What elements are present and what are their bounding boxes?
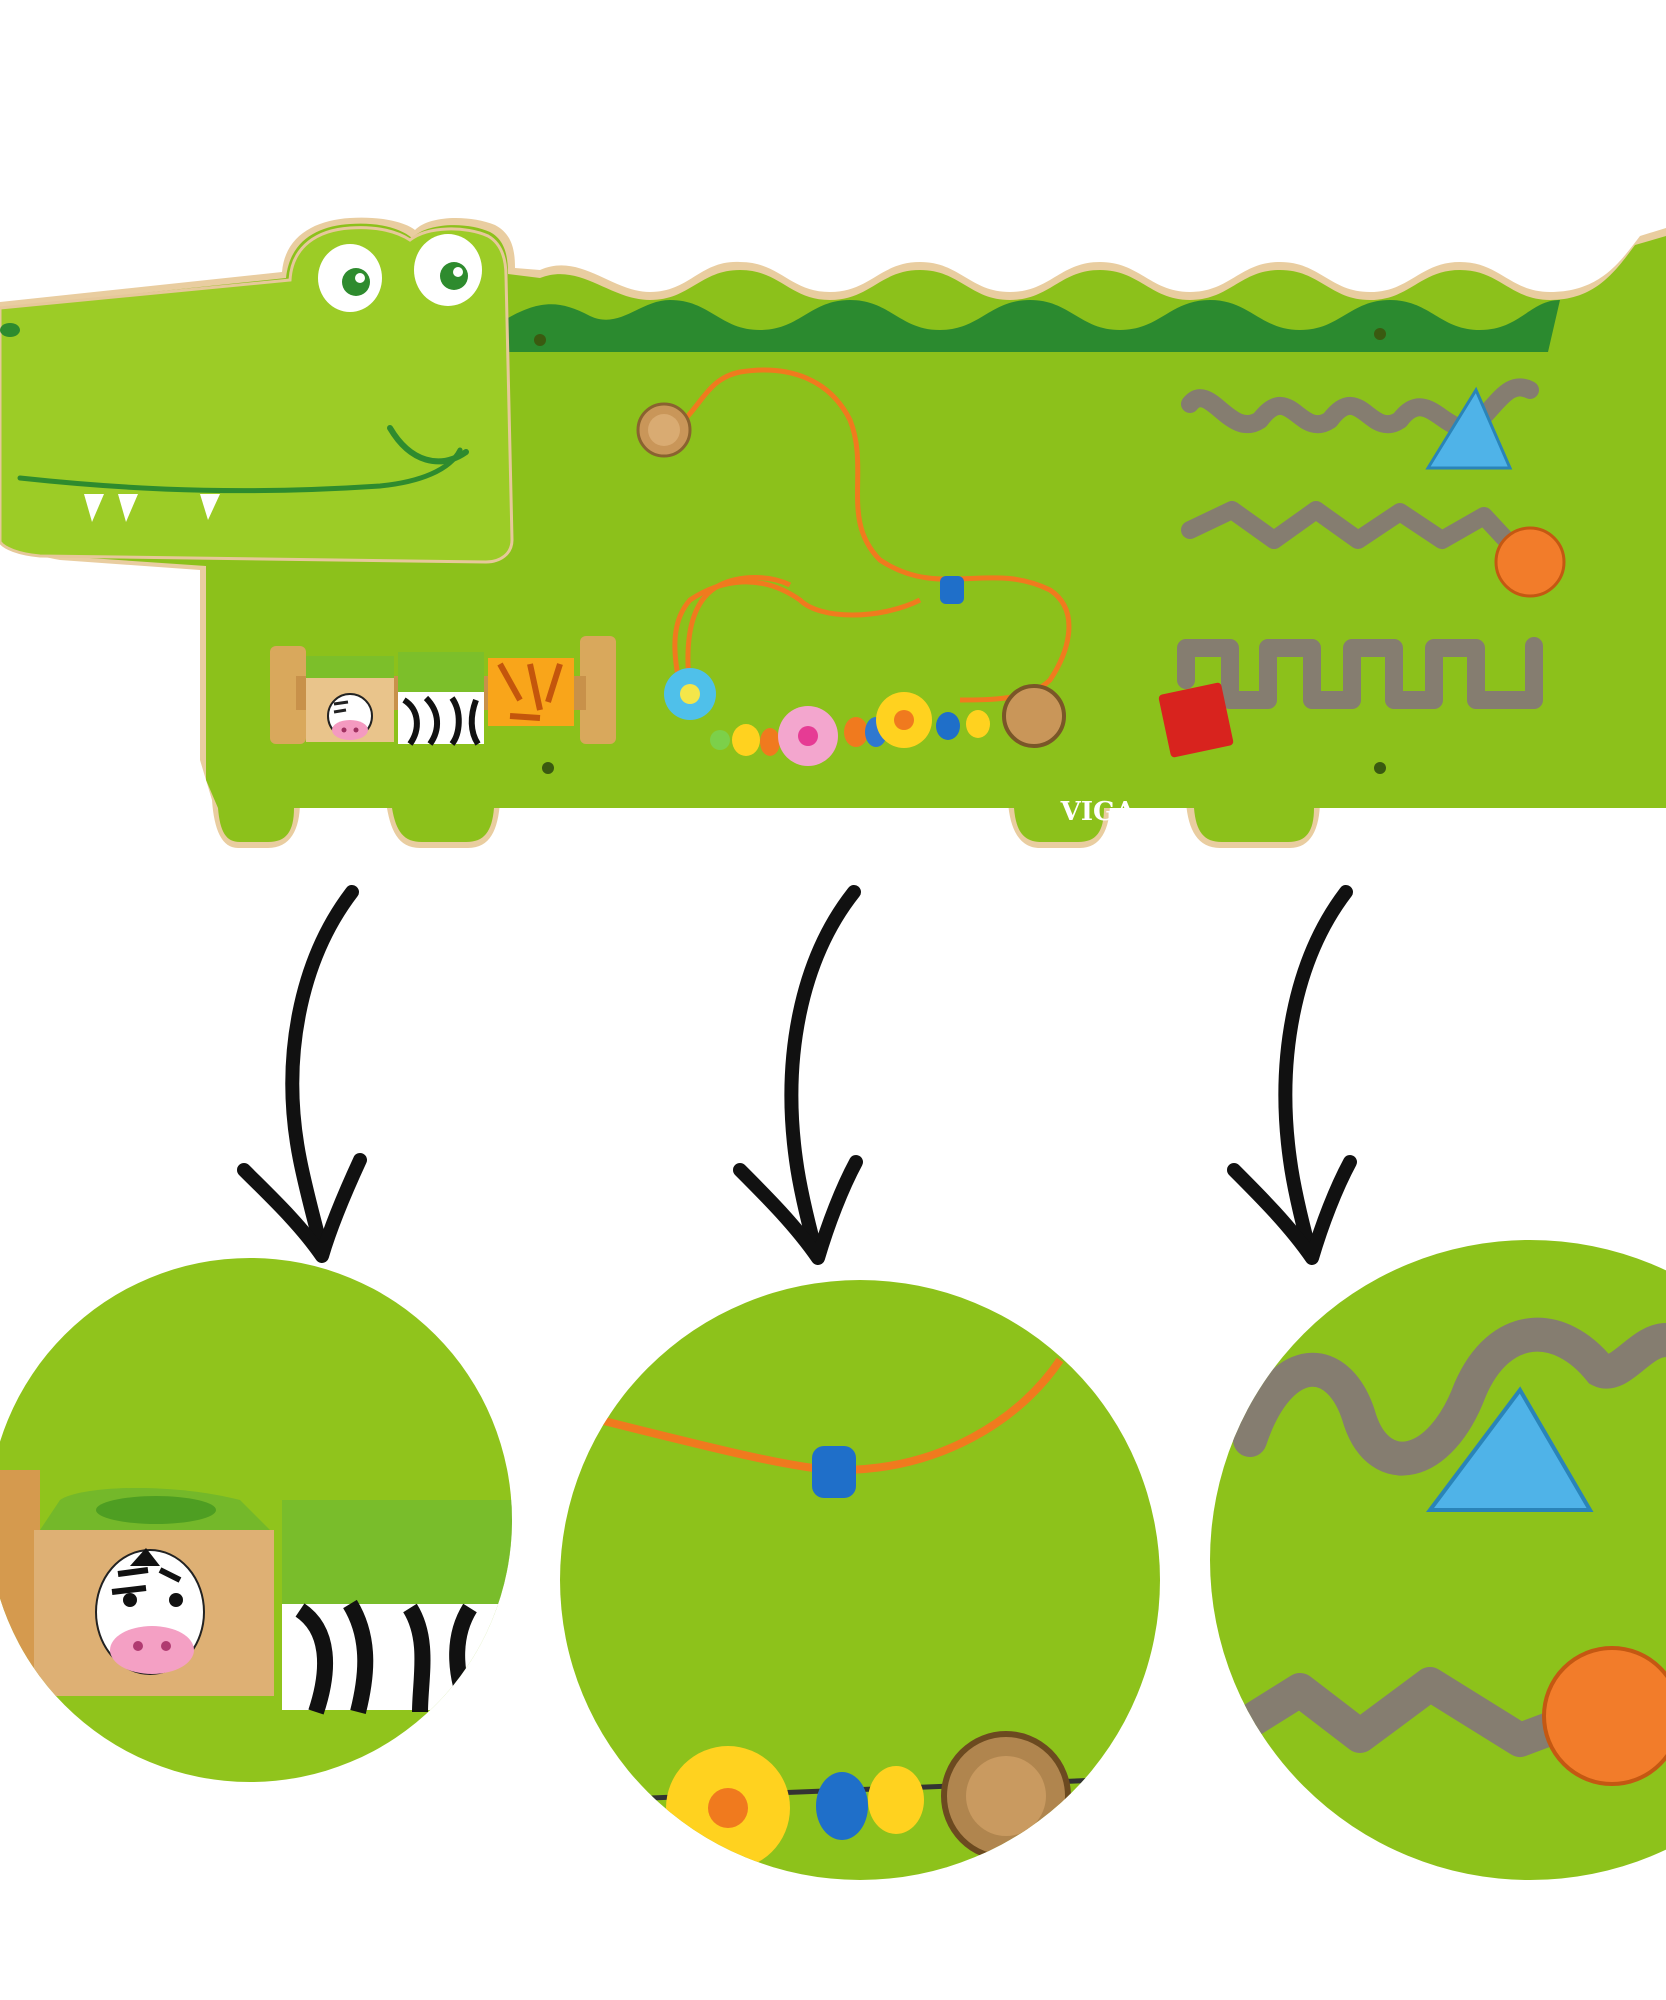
brand-logo: VIGA	[1060, 797, 1137, 827]
blue-triangle-piece	[1426, 1386, 1594, 1512]
screw-holes	[534, 328, 1386, 774]
orange-circle-piece	[1542, 1646, 1666, 1786]
mouth-line	[17, 447, 463, 494]
zebra-stripes-block	[398, 652, 484, 746]
blue-triangle-piece	[1425, 386, 1513, 470]
wooden-end-knob	[1002, 684, 1066, 748]
rotating-blocks-toy	[270, 636, 616, 746]
zoom-circle-blocks	[0, 1258, 512, 1782]
orange-circle-piece	[1494, 526, 1566, 598]
back-stripe	[508, 300, 1560, 352]
zoom-circle-beads	[560, 1280, 1160, 1880]
curved-down-arrow-icon	[237, 885, 367, 1263]
eye-left-icon	[318, 244, 382, 312]
eye-right-icon	[414, 234, 482, 306]
crocodile-activity-board: VIGA	[0, 217, 1666, 848]
curved-down-arrow-icon	[733, 885, 863, 1265]
square-groove-bottom	[1177, 637, 1543, 709]
blue-bead	[940, 576, 964, 604]
zebra-face-block	[306, 656, 394, 742]
crocodile-head	[0, 226, 514, 564]
arrows	[237, 885, 1357, 1265]
smile-curve	[387, 425, 469, 465]
curved-down-arrow-icon	[1227, 885, 1357, 1265]
zoom-circle-shapes	[1210, 1240, 1666, 1880]
nostril	[0, 323, 20, 337]
zigzag-groove-middle	[1181, 501, 1519, 553]
teeth	[84, 494, 220, 522]
zebra-face	[95, 1548, 205, 1675]
tiger-stripes-block	[488, 658, 574, 726]
blue-bead	[812, 1446, 856, 1498]
bead-wire	[659, 367, 1072, 703]
red-square-piece	[1158, 682, 1234, 758]
bead-maze-toy	[636, 367, 1072, 766]
